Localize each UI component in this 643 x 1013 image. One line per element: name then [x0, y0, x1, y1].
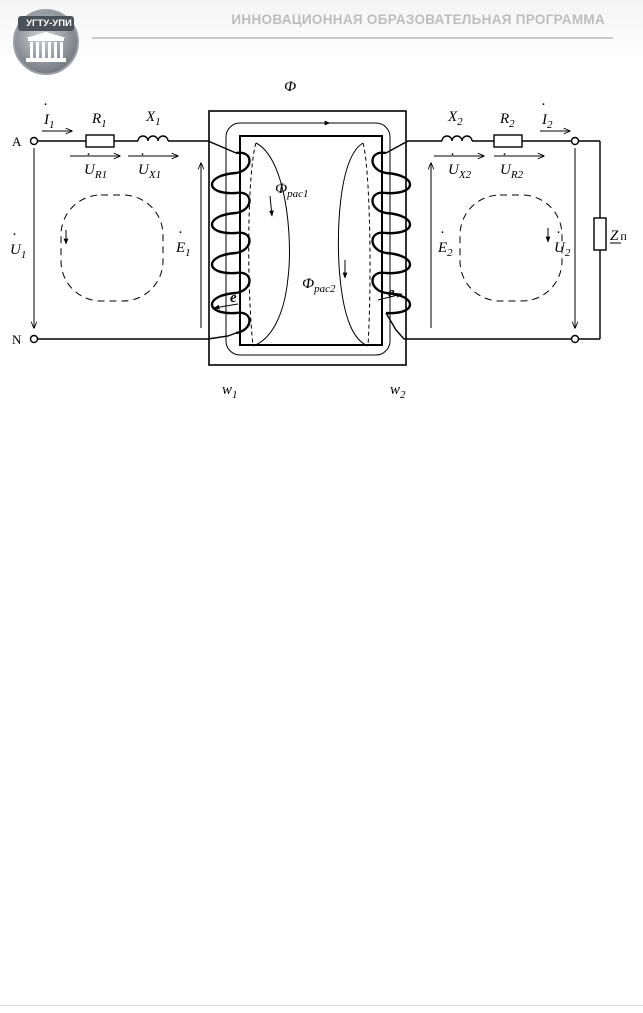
voltage-1-dot: · — [12, 227, 17, 243]
logo-text: УГТУ-УПИ — [26, 18, 72, 29]
emf-1-dot: · — [178, 225, 183, 241]
voltage-r2-label: UR2 — [500, 162, 524, 181]
header-divider — [92, 37, 613, 39]
terminal-n-label: N — [12, 332, 22, 347]
voltage-x1-label: UX1 — [138, 162, 161, 181]
main-flux-dot: · — [286, 78, 291, 84]
voltage-r2-dot: · — [502, 147, 507, 163]
emf-2-label: E2 — [437, 240, 453, 259]
leakage-flux-2-label: Фрас2 — [302, 276, 336, 295]
voltage-1-label: U1 — [10, 242, 26, 261]
primary-arrows — [34, 131, 239, 328]
university-logo: УГТУ-УПИ — [8, 6, 90, 76]
page-bottom-border — [0, 1005, 643, 1006]
emf-arrow-2-label: e — [388, 285, 395, 301]
page-header: ИННОВАЦИОННАЯ ОБРАЗОВАТЕЛЬНАЯ ПРОГРАММА — [0, 0, 643, 62]
current-1-label: I1 — [43, 112, 55, 131]
leakage-flux-1-label: Фрас1 — [275, 181, 308, 200]
voltage-r1-label: UR1 — [84, 162, 107, 181]
voltage-x2-dot: · — [450, 147, 455, 163]
voltage-r1-dot: · — [86, 147, 91, 163]
resistor-2-label: R2 — [499, 111, 515, 130]
voltage-2-label: U2 — [554, 240, 571, 259]
emf-2-dot: · — [440, 225, 445, 241]
secondary-winding — [371, 151, 412, 315]
secondary-arrows — [377, 131, 575, 328]
reactance-2-label: X2 — [447, 109, 463, 128]
main-flux-label: Ф — [284, 79, 296, 95]
emf-1-label: E1 — [175, 240, 191, 259]
primary-circuit-wires — [29, 134, 237, 344]
voltage-2-dot: · — [556, 225, 561, 241]
secondary-circuit-wires — [385, 134, 607, 344]
reactance-1-label: X1 — [145, 109, 161, 128]
emf-arrow-1-label: e — [230, 290, 237, 306]
current-1-dot: · — [43, 97, 48, 113]
secondary-mesh-loop — [459, 194, 563, 302]
primary-winding — [210, 151, 251, 335]
voltage-x1-dot: · — [140, 147, 145, 163]
winding-1-label: w1 — [222, 382, 238, 401]
voltage-x2-label: UX2 — [448, 162, 472, 181]
winding-2-label: w2 — [390, 382, 406, 401]
university-logo-icon — [13, 9, 79, 75]
diagram-labels: A N I1 · R1 X1 UR1 · UX1 · U1 · E1 · Ф ·… — [10, 78, 627, 401]
resistor-1-label: R1 — [91, 111, 107, 130]
transformer-circuit-diagram: A N I1 · R1 X1 UR1 · UX1 · U1 · E1 · Ф ·… — [10, 78, 627, 401]
current-2-label: I2 — [541, 112, 553, 131]
header-title: ИННОВАЦИОННАЯ ОБРАЗОВАТЕЛЬНАЯ ПРОГРАММА — [231, 12, 605, 27]
current-2-dot: · — [541, 97, 546, 113]
primary-mesh-loop — [60, 194, 164, 302]
leakage-flux-2 — [337, 142, 371, 347]
terminal-a-label: A — [12, 134, 22, 149]
transformer-core — [208, 110, 407, 366]
leakage-flux-1 — [248, 142, 290, 347]
